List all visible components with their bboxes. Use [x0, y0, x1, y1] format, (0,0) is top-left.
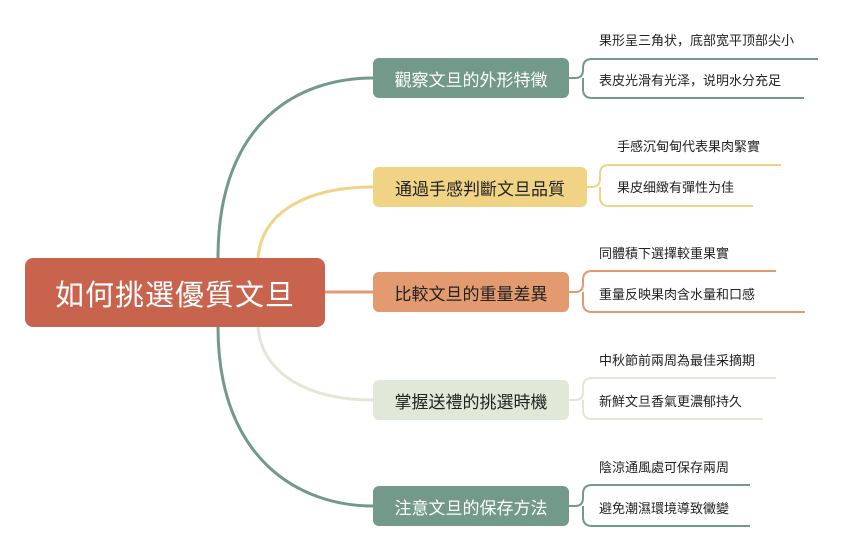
connector-leaf-3-2	[582, 292, 805, 313]
connector-leaf-4-1	[569, 377, 776, 401]
connector-leaf-1-2	[582, 78, 804, 99]
leaf-1-1[interactable]: 果形呈三角状，底部宽平顶部尖小	[599, 34, 795, 49]
branch-timing[interactable]: 掌握送禮的挑選時機	[373, 380, 569, 420]
connector-leaf-5-2	[582, 506, 750, 527]
branch-storage[interactable]: 注意文旦的保存方法	[373, 486, 569, 526]
leaf-3-1[interactable]: 同體積下選擇較重果實	[599, 247, 730, 262]
leaf-1-2[interactable]: 表皮光滑有光泽，说明水分充足	[599, 74, 782, 89]
connector-branch-1	[216, 76, 374, 259]
connector-leaf-4-2	[582, 400, 763, 420]
connector-leaf-3-1	[569, 270, 776, 293]
connector-branch-4	[256, 326, 374, 402]
leaf-2-2[interactable]: 果皮细緻有彈性为佳	[617, 181, 735, 196]
branch-touch[interactable]: 通過手感判斷文旦品質	[373, 167, 587, 207]
root-topic[interactable]: 如何挑選優質文旦	[25, 258, 325, 327]
connector-leaf-1-1	[569, 58, 818, 79]
leaf-5-2[interactable]: 避免潮濕環境導致黴變	[599, 502, 730, 517]
leaf-4-1[interactable]: 中秋節前兩周為最佳采摘期	[599, 354, 756, 369]
leaf-4-2[interactable]: 新鮮文旦香氣更濃郁持久	[599, 395, 743, 410]
connector-branch-2	[256, 185, 374, 259]
connector-leaf-2-1	[587, 164, 781, 188]
leaf-2-1[interactable]: 手感沉甸甸代表果肉緊實	[617, 140, 761, 155]
connector-leaf-2-2	[599, 187, 753, 207]
connector-leaf-5-1	[569, 484, 750, 507]
branch-appearance[interactable]: 觀察文旦的外形特徵	[373, 58, 569, 98]
branch-weight[interactable]: 比較文旦的重量差異	[373, 272, 569, 312]
connector-branch-5	[216, 326, 374, 508]
leaf-3-2[interactable]: 重量反映果肉含水量和口感	[599, 288, 756, 303]
leaf-5-1[interactable]: 陰涼通風處可保存兩周	[599, 461, 730, 476]
